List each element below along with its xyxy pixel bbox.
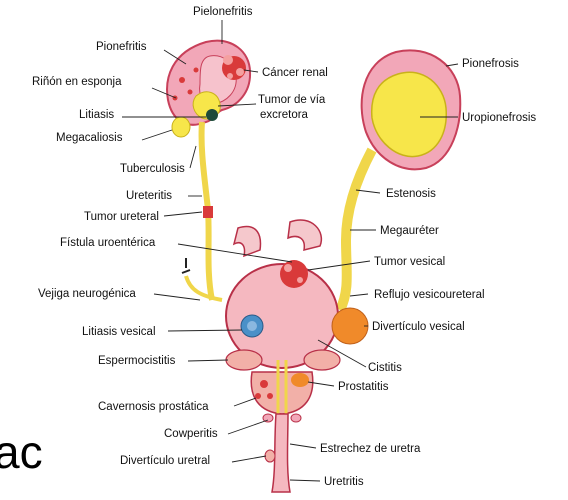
- label-pionefritis: Pionefritis: [96, 41, 147, 53]
- label-prostatitis: Prostatitis: [338, 381, 389, 393]
- label-pionefrosis: Pionefrosis: [462, 58, 519, 70]
- label-cancer-renal: Cáncer renal: [262, 67, 328, 79]
- label-pielonefritis: Pielonefritis: [193, 6, 253, 18]
- label-diverticulo-uretral: Divertículo uretral: [120, 455, 210, 467]
- overlay-fragment-text: ac: [0, 426, 43, 478]
- label-megacaliosis: Megacaliosis: [56, 132, 123, 144]
- label-estenosis: Estenosis: [386, 188, 436, 200]
- label-tumor-vesical: Tumor vesical: [374, 256, 445, 268]
- label-estrechez: Estrechez de uretra: [320, 443, 421, 455]
- tumor-vesical-icon: [280, 260, 308, 288]
- label-tumor-ureteral: Tumor ureteral: [84, 211, 159, 223]
- label-espermocistitis: Espermocistitis: [98, 355, 176, 367]
- nerve-icon: [182, 258, 222, 300]
- label-uropionefrosis: Uropionefrosis: [462, 112, 536, 124]
- diverticulo-vesical-icon: [332, 308, 368, 344]
- label-rinon-esponja: Riñón en esponja: [32, 76, 122, 88]
- right-kidney-icon: [362, 50, 461, 169]
- label-litiasis-vesical: Litiasis vesical: [82, 326, 156, 338]
- intestine-loop-icon: [234, 220, 321, 256]
- label-cistitis: Cistitis: [368, 362, 402, 374]
- label-tumor-via-2: excretora: [260, 109, 309, 121]
- label-uretritis: Uretritis: [324, 476, 364, 488]
- ureteral-tumor-icon: [203, 206, 213, 218]
- label-diverticulo-vesical: Divertículo vesical: [372, 321, 465, 333]
- kidney-stone-icon: [206, 109, 218, 121]
- label-litiasis: Litiasis: [79, 109, 114, 121]
- label-tumor-via-1: Tumor de vía: [258, 94, 326, 106]
- label-cowperitis: Cowperitis: [164, 428, 218, 440]
- label-ureteritis: Ureteritis: [126, 190, 172, 202]
- left-kidney-icon: [167, 41, 250, 137]
- label-fistula: Fístula uroentérica: [60, 237, 156, 249]
- label-tuberculosis: Tuberculosis: [120, 163, 185, 175]
- label-megaureter: Megauréter: [380, 225, 439, 237]
- label-reflujo: Reflujo vesicoureteral: [374, 289, 485, 301]
- label-cavernosis: Cavernosis prostática: [98, 401, 209, 413]
- label-vejiga-neurogenica: Vejiga neurogénica: [38, 288, 136, 300]
